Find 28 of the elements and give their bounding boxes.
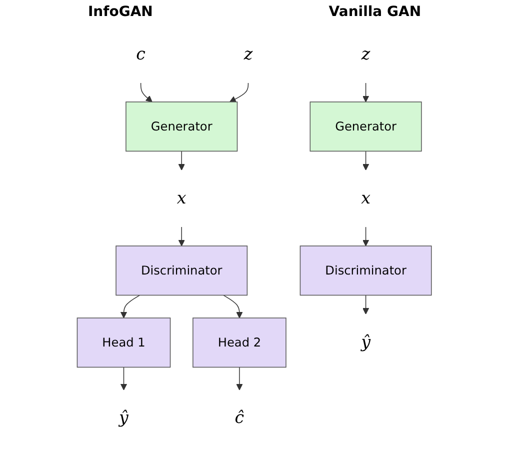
node-text: z [362, 44, 370, 64]
node-box: Generator [310, 102, 422, 152]
arrow [223, 294, 243, 318]
node-box: Discriminator [300, 246, 432, 296]
node-box: Head 1 [77, 318, 171, 368]
node-text: ĉ [235, 408, 244, 428]
arrow [120, 366, 128, 390]
arrow [362, 82, 370, 102]
arrow [236, 366, 243, 390]
node-text: x [177, 188, 186, 208]
node-text: z [244, 44, 253, 64]
arrow [140, 82, 153, 102]
node-text: c [136, 44, 146, 64]
node-box: Discriminator [116, 246, 248, 296]
arrow [362, 226, 370, 246]
arrow [120, 294, 140, 318]
arrow [178, 150, 186, 170]
node-text: ŷ [361, 333, 371, 352]
arrow [230, 82, 249, 102]
arrow [362, 150, 370, 170]
node-box: Generator [126, 102, 238, 152]
node-text: ŷ [119, 408, 129, 428]
diagram-heading: Vanilla GAN [328, 4, 422, 20]
node-text: x [361, 188, 371, 208]
diagram-heading: InfoGAN [88, 4, 153, 20]
arrow [178, 226, 186, 246]
arrow [362, 294, 370, 314]
node-box: Head 2 [192, 318, 287, 368]
